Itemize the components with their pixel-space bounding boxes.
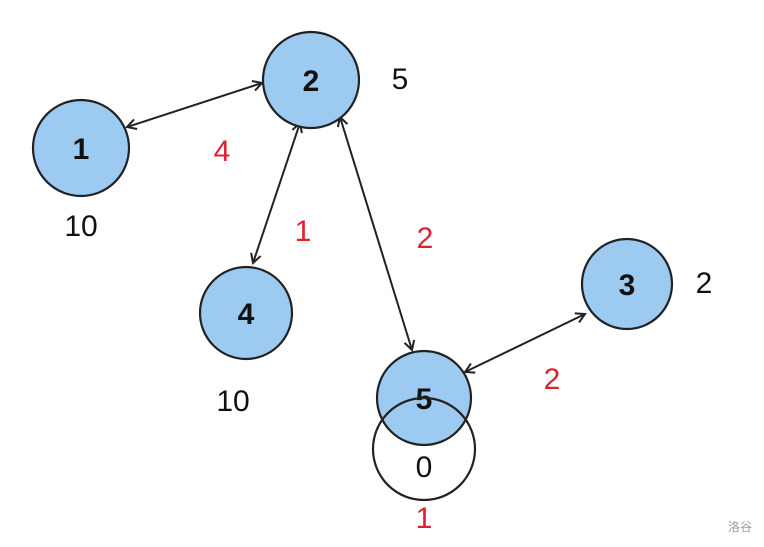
- node-label-4: 4: [238, 298, 255, 331]
- node-5: 5: [371, 349, 477, 502]
- edge-2-4: [253, 123, 300, 263]
- edge-weight-2-4: 1: [295, 215, 312, 248]
- node-2: 2: [261, 30, 361, 130]
- node-label-5: 5: [416, 383, 433, 416]
- node-circle-4: [198, 265, 294, 361]
- self-loop-5: [371, 396, 477, 502]
- node-value-5: 0: [416, 451, 433, 484]
- node-1: 1: [31, 98, 131, 198]
- edge-1-2: [127, 83, 262, 127]
- node-circle-2: [261, 30, 361, 130]
- node-circle-1: [31, 98, 131, 198]
- edge-5-3: [465, 314, 585, 372]
- node-value-2: 5: [392, 63, 409, 96]
- node-circle-3: [580, 237, 674, 331]
- edge-weight-5-5: 1: [416, 502, 433, 535]
- node-value-1: 10: [64, 210, 97, 243]
- edge-weight-1-2: 4: [214, 135, 231, 168]
- edge-2-5: [340, 117, 412, 350]
- watermark: 洛谷: [728, 519, 752, 534]
- node-value-4: 10: [216, 385, 249, 418]
- node-3: 3: [580, 237, 674, 331]
- node-value-3: 2: [696, 267, 713, 300]
- node-label-2: 2: [303, 65, 320, 98]
- node-label-1: 1: [73, 133, 90, 166]
- edge-weight-2-5: 2: [417, 222, 434, 255]
- node-label-3: 3: [619, 269, 636, 302]
- edge-weight-5-3: 2: [544, 363, 561, 396]
- node-4: 4: [198, 265, 294, 361]
